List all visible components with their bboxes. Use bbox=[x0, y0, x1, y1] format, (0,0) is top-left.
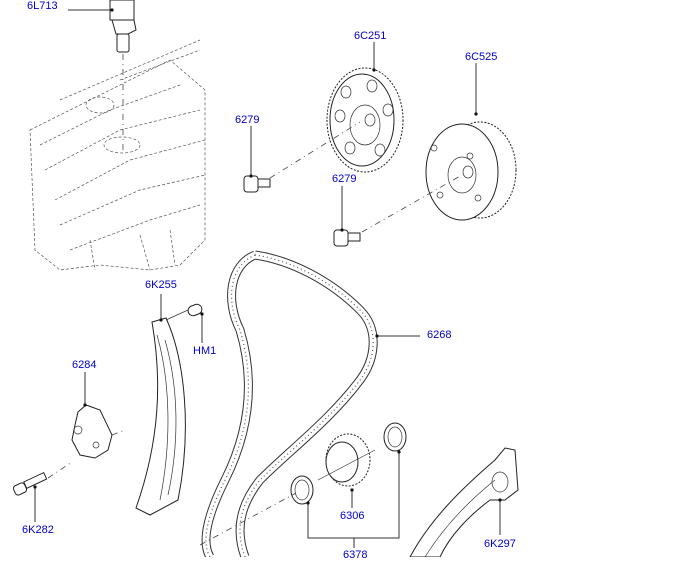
callout-6306[interactable]: 6306 bbox=[340, 510, 365, 522]
callout-6K282[interactable]: 6K282 bbox=[22, 524, 54, 536]
tensioner-arm-part[interactable] bbox=[409, 447, 519, 557]
callout-6268[interactable]: 6268 bbox=[427, 329, 452, 341]
tensioner-bolt-part[interactable] bbox=[12, 461, 73, 522]
engine-block-outline bbox=[29, 39, 206, 271]
guide-pin-part[interactable] bbox=[187, 303, 204, 343]
solenoid-part[interactable] bbox=[68, 0, 137, 150]
crank-sprocket-part[interactable] bbox=[317, 433, 376, 508]
callout-6L713[interactable]: 6L713 bbox=[27, 0, 58, 12]
callout-6279-a[interactable]: 6279 bbox=[235, 114, 260, 126]
callout-6K297[interactable]: 6K297 bbox=[484, 538, 516, 550]
callout-HM1[interactable]: HM1 bbox=[193, 345, 217, 357]
callout-6K255[interactable]: 6K255 bbox=[145, 279, 177, 291]
washer-parts[interactable] bbox=[199, 422, 407, 548]
tensioner-part[interactable] bbox=[71, 372, 126, 459]
camshaft-sprocket-part[interactable] bbox=[326, 42, 404, 173]
callout-6C525[interactable]: 6C525 bbox=[465, 51, 498, 63]
bolt-part-b[interactable] bbox=[333, 174, 463, 247]
chain-guide-part[interactable] bbox=[135, 294, 189, 516]
callout-6C251[interactable]: 6C251 bbox=[354, 30, 387, 42]
timing-chain-part[interactable] bbox=[201, 250, 420, 557]
callout-6279-b[interactable]: 6279 bbox=[332, 173, 357, 185]
vct-unit-part[interactable] bbox=[425, 63, 517, 221]
bolt-part-a[interactable] bbox=[243, 121, 361, 193]
callout-6378[interactable]: 6378 bbox=[343, 549, 368, 561]
callout-6284[interactable]: 6284 bbox=[72, 359, 97, 371]
